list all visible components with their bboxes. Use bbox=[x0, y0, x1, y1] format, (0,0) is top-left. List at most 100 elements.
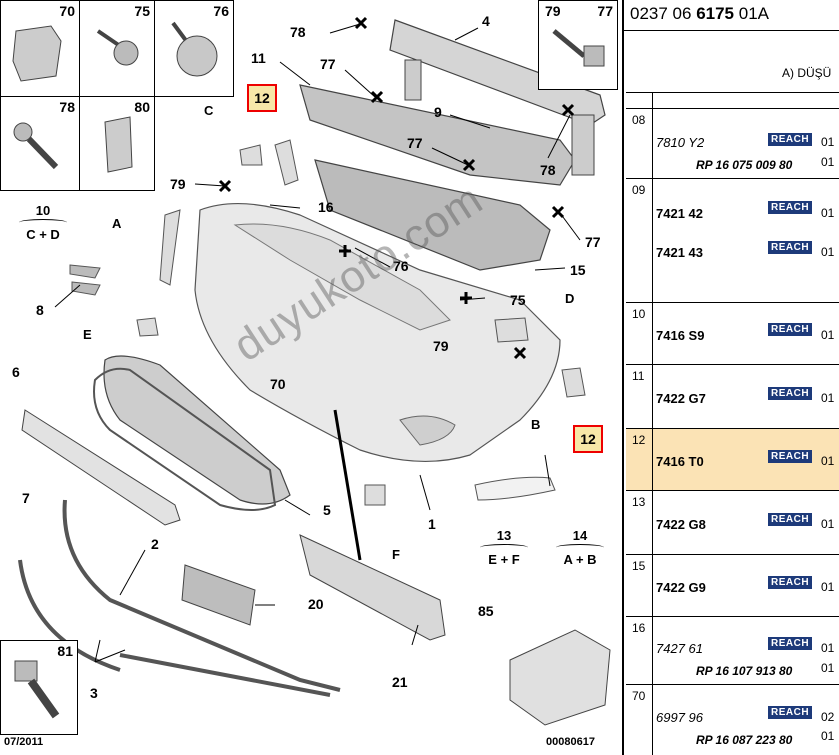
brace bbox=[556, 544, 604, 551]
set-members: C + D bbox=[26, 227, 60, 242]
reach-badge: REACH bbox=[768, 576, 813, 589]
reach-badge: REACH bbox=[768, 241, 813, 254]
table-row-selected[interactable]: 12 7416 T0 REACH 01 bbox=[626, 428, 839, 490]
letter-a: A bbox=[112, 216, 122, 231]
part-code: 7421 42 bbox=[656, 206, 703, 221]
reach-badge: REACH bbox=[768, 706, 813, 719]
reach-badge: REACH bbox=[768, 201, 813, 214]
inset-label: 79 bbox=[545, 3, 561, 19]
column-divider bbox=[652, 491, 653, 554]
callout-5: 5 bbox=[323, 502, 331, 518]
quantity: 01 bbox=[821, 517, 835, 531]
flange-bolt-icon bbox=[14, 660, 60, 719]
callout-8: 8 bbox=[36, 302, 44, 318]
set-10: 10 C + D bbox=[13, 203, 73, 242]
bumper-inner bbox=[233, 223, 451, 331]
inset-78: 78 bbox=[0, 96, 80, 191]
column-divider bbox=[652, 93, 653, 108]
reach-badge: REACH bbox=[768, 323, 813, 336]
quantity: 01 bbox=[821, 155, 835, 169]
callout-2: 2 bbox=[151, 536, 159, 552]
callout-9: 9 bbox=[434, 104, 442, 120]
row-key: 10 bbox=[632, 307, 646, 321]
reach-badge: REACH bbox=[768, 637, 813, 650]
rp-number: RP 16 107 913 80 bbox=[696, 664, 793, 678]
rp-number: RP 16 075 009 80 bbox=[696, 158, 793, 172]
table-row[interactable]: 15 7422 G9 REACH 01 bbox=[626, 554, 839, 616]
callout-79: 79 bbox=[433, 338, 449, 354]
table-header-row bbox=[626, 92, 839, 108]
callout-7: 7 bbox=[22, 490, 30, 506]
callout-75: 75 bbox=[510, 292, 526, 308]
letter-e: E bbox=[83, 327, 92, 342]
reach-badge: REACH bbox=[768, 133, 813, 146]
lower-strip bbox=[62, 499, 341, 692]
callout-21: 21 bbox=[392, 674, 408, 690]
quantity: 01 bbox=[821, 641, 835, 655]
row-key: 11 bbox=[632, 369, 645, 383]
wiring bbox=[333, 409, 362, 561]
part-code: 7427 61 bbox=[656, 641, 703, 656]
ref-suffix: 01A bbox=[734, 4, 769, 23]
set-members: E + F bbox=[488, 552, 520, 567]
table-row[interactable]: 13 7422 G8 REACH 01 bbox=[626, 490, 839, 554]
letter-b: B bbox=[531, 417, 541, 432]
small-grille bbox=[181, 564, 256, 626]
table-row[interactable]: 10 7416 S9 REACH 01 bbox=[626, 302, 839, 364]
quantity: 01 bbox=[821, 206, 835, 220]
screw-icon bbox=[96, 29, 139, 66]
section-subheading: A) DÜŞÜ bbox=[782, 66, 832, 80]
inset-label: 80 bbox=[134, 99, 150, 115]
table-row[interactable]: 70 6997 96 REACH 02 RP 16 087 223 80 01 bbox=[626, 684, 839, 755]
clip-box bbox=[509, 629, 611, 726]
highlighted-part-tag[interactable]: 12 bbox=[573, 425, 603, 453]
part-12-top bbox=[274, 139, 299, 186]
beam-bracket bbox=[571, 114, 595, 176]
table-row[interactable]: 11 7422 G7 REACH 01 bbox=[626, 364, 839, 428]
part-code: 7422 G7 bbox=[656, 391, 706, 406]
inset-label: 81 bbox=[57, 643, 73, 659]
reflector-b bbox=[474, 476, 556, 501]
callout-76: 76 bbox=[393, 258, 409, 274]
callout-79: 79 bbox=[170, 176, 186, 192]
inset-label: 77 bbox=[597, 3, 613, 19]
fixing-markers bbox=[218, 16, 575, 360]
inset-79-77: 79 77 bbox=[538, 0, 618, 90]
reference-number: 0237 06 6175 01A bbox=[630, 4, 769, 24]
set-members: A + B bbox=[563, 552, 597, 567]
callout-1: 1 bbox=[428, 516, 436, 532]
part-code: 7421 43 bbox=[656, 245, 703, 260]
column-divider bbox=[652, 109, 653, 178]
parts-illustration bbox=[18, 16, 611, 726]
part-12-right bbox=[561, 367, 586, 398]
washer-screw-icon bbox=[171, 21, 218, 77]
callout-16: 16 bbox=[318, 199, 334, 215]
row-key: 15 bbox=[632, 559, 646, 573]
beam-bracket-left bbox=[404, 59, 422, 101]
callout-3: 3 bbox=[90, 685, 98, 701]
quantity: 01 bbox=[821, 454, 835, 468]
lower-grille bbox=[299, 534, 446, 641]
table-row[interactable]: 16 7427 61 REACH 01 RP 16 107 913 80 01 bbox=[626, 616, 839, 684]
absorber bbox=[314, 159, 551, 271]
set-label: 10 bbox=[35, 203, 51, 218]
callout-78: 78 bbox=[290, 24, 306, 40]
row-key: 09 bbox=[632, 183, 646, 197]
part-code: 7422 G9 bbox=[656, 580, 706, 595]
part-code: 7416 T0 bbox=[656, 454, 704, 469]
letter-f: F bbox=[392, 547, 400, 562]
quantity: 01 bbox=[821, 135, 835, 149]
reach-badge: REACH bbox=[768, 450, 813, 463]
inset-81: 81 bbox=[0, 640, 78, 735]
inset-label: 70 bbox=[59, 3, 75, 19]
table-row[interactable]: 09 7421 42 REACH 01 7421 43 REACH 01 bbox=[626, 178, 839, 302]
part-code: 7416 S9 bbox=[656, 328, 705, 343]
quantity: 01 bbox=[821, 245, 835, 259]
grille bbox=[103, 355, 291, 505]
table-row[interactable]: 08 7810 Y2 REACH 01 RP 16 075 009 80 01 bbox=[626, 108, 839, 178]
inset-label: 76 bbox=[213, 3, 229, 19]
callout-20: 20 bbox=[308, 596, 324, 612]
highlighted-part-tag[interactable]: 12 bbox=[247, 84, 277, 112]
crossmember bbox=[299, 84, 576, 186]
column-divider bbox=[652, 429, 653, 490]
